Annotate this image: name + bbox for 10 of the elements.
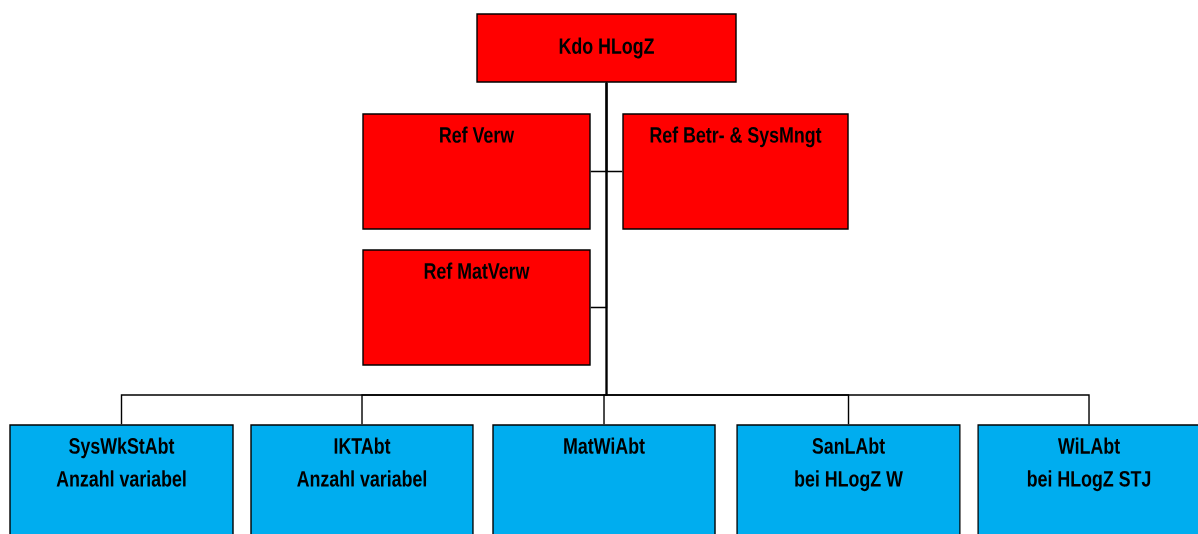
department-box: SysWkStAbt Anzahl variabel <box>9 424 234 534</box>
department-box: MatWiAbt <box>492 424 716 534</box>
unit-box: Ref MatVerw <box>362 249 591 366</box>
unit-box: Ref Betr- & SysMngt <box>622 113 849 230</box>
department-box: WiLAbt bei HLogZ STJ <box>977 424 1198 534</box>
unit-box: Kdo HLogZ <box>476 13 737 83</box>
department-box: IKTAbt Anzahl variabel <box>250 424 474 534</box>
department-box: SanLAbt bei HLogZ W <box>736 424 961 534</box>
connector-line <box>605 82 1090 425</box>
unit-box: Ref Verw <box>362 113 591 230</box>
